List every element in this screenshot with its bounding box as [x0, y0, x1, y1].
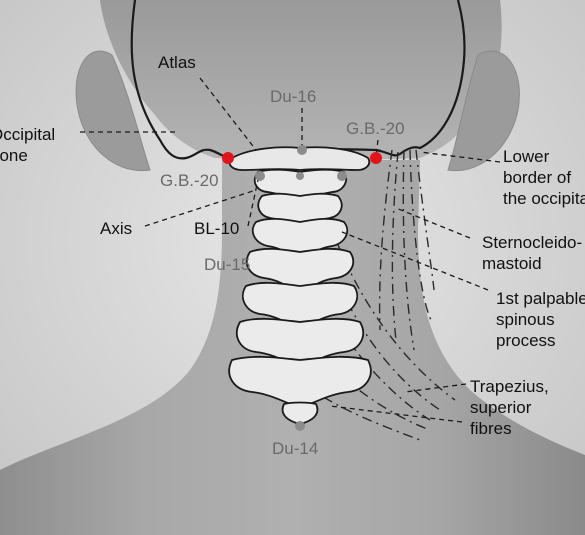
du15-point [296, 172, 304, 180]
bl10-left-point [255, 171, 265, 181]
label-occipital-line1: Occipital [0, 125, 56, 144]
du14-point [295, 421, 305, 431]
head [100, 0, 502, 160]
label-sternocleido-line2: mastoid [482, 254, 542, 273]
label-occipital-bone: Occipital bone [0, 124, 55, 166]
label-gb20-left: G.B.-20 [160, 171, 219, 190]
gb20-right-point [370, 152, 382, 164]
label-spinous-line2: spinous [496, 310, 555, 329]
leader-sternocleido [395, 207, 471, 239]
leader-spinous [341, 231, 489, 291]
leader-trapezius [404, 383, 467, 393]
gb20-left-point [222, 152, 234, 164]
label-trapezius-line3: fibres [470, 419, 512, 438]
label-axis: Axis [100, 219, 133, 238]
cervical-spine [228, 168, 372, 425]
label-trapezius: Trapezius, superior fibres [470, 376, 549, 439]
label-bl10: BL-10 [194, 219, 240, 238]
label-spinous-line3: process [496, 331, 556, 350]
label-atlas: Atlas [158, 53, 196, 72]
label-lower-border: Lower border of the occipital [503, 146, 585, 209]
label-lower-border-line3: the occipital [503, 189, 585, 208]
label-du15: Du-15 [204, 255, 251, 274]
leader-atlas [199, 77, 257, 151]
label-spinous-line1: 1st palpable [496, 289, 585, 308]
label-sternocleido-line1: Sternocleido- [482, 233, 583, 252]
label-lower-border-line2: border of [503, 168, 572, 187]
bl10-right-point [337, 171, 347, 181]
leader-bl10 [247, 179, 259, 227]
leader-axis [144, 189, 257, 227]
left-ear [75, 50, 151, 172]
right-ear [447, 50, 520, 172]
leader-fibres [329, 405, 463, 423]
leader-lower-border [419, 151, 501, 163]
label-sternocleidomastoid: Sternocleido- mastoid [482, 232, 582, 274]
label-gb20-right: G.B.-20 [346, 119, 405, 138]
label-du14: Du-14 [272, 439, 319, 458]
label-spinous-process: 1st palpable spinous process [496, 288, 585, 351]
label-lower-border-line1: Lower [503, 147, 550, 166]
label-occipital-line2: bone [0, 146, 28, 165]
leader-lines [80, 77, 501, 423]
label-trapezius-line2: superior [470, 398, 532, 417]
label-trapezius-line1: Trapezius, [470, 377, 549, 396]
label-du16: Du-16 [270, 87, 317, 106]
du16-point [297, 145, 307, 155]
